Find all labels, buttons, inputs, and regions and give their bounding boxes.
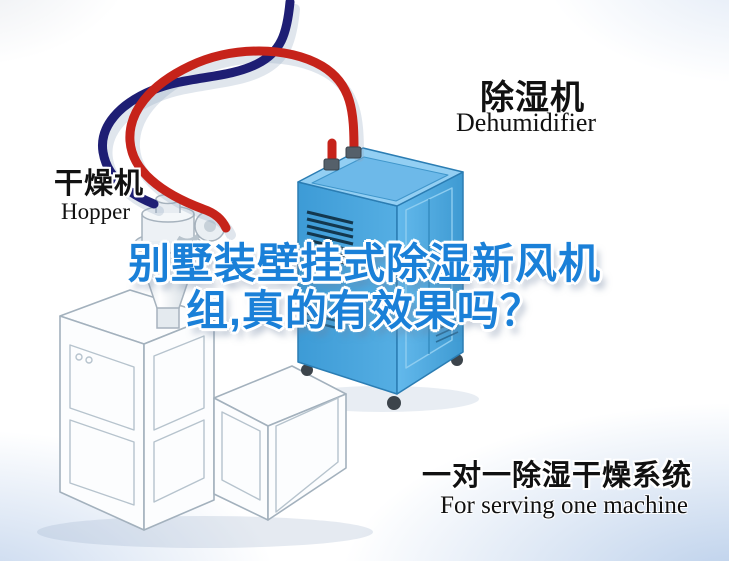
machine-door-panels bbox=[69, 335, 339, 513]
dehumidifier-label-en: Dehumidifier bbox=[456, 108, 597, 137]
hopper-label-cn: 干燥机 bbox=[54, 168, 145, 200]
headline-line1: 别墅装壁挂式除湿新风机 bbox=[127, 240, 601, 287]
side-door-handle bbox=[443, 258, 447, 271]
caption-en: For serving one machine bbox=[440, 492, 688, 519]
machine-left-side bbox=[143, 315, 215, 531]
headline: 别墅装壁挂式除湿新风机 组,真的有效果吗？ bbox=[0, 240, 729, 334]
hopper-blower-duct bbox=[176, 233, 201, 244]
machine-left-front bbox=[59, 315, 145, 531]
dehumidifier-top-inset bbox=[311, 156, 449, 202]
machine-right-side bbox=[267, 393, 347, 521]
hopper-blower-hub bbox=[204, 220, 216, 232]
side-door-outline bbox=[405, 187, 453, 369]
hose-collars bbox=[323, 146, 362, 171]
production-machine bbox=[59, 289, 347, 531]
caption-cn: 一对一除湿干燥系统 bbox=[421, 460, 692, 492]
hopper-label-en: Hopper bbox=[61, 199, 130, 224]
headline-line2: 组,真的有效果吗？ bbox=[186, 287, 543, 334]
lower-vent bbox=[304, 304, 338, 330]
dehumidifier-label-cn: 除湿机 bbox=[480, 79, 585, 117]
red-hose bbox=[125, 46, 359, 233]
vent-grille bbox=[306, 210, 354, 267]
hopper-unit bbox=[133, 193, 226, 329]
side-bottom-grille bbox=[435, 319, 459, 343]
